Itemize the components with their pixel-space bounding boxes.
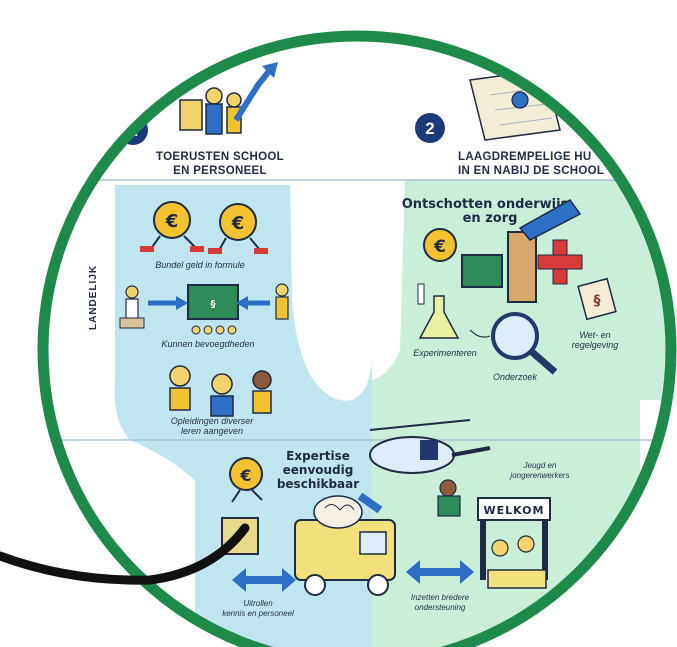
column-2-title-line2: IN EN NABIJ DE SCHOOL [458,165,604,177]
column-2-title-line1: LAAGDREMPELIGE HU [458,151,592,163]
pupils-row [191,325,237,335]
diverse-people-group: Opleidingen diverser leren aangeven [169,365,272,436]
chalkboard-icon [187,284,239,320]
caption-jeugd-1: Jeugd en [523,461,557,470]
magnifier-icon [491,312,558,375]
caption-inzetten-2: ondersteuning [415,603,466,612]
caption-opleidingen-1: Opleidingen diverser [171,416,255,426]
connector-line [0,523,250,585]
double-arrow-right [406,560,474,584]
flask-icon [417,283,460,339]
caption-uitrollen-2: kennis en personeel [222,609,294,618]
caption-experimenteren: Experimenteren [413,348,477,358]
caption-ontschotten-2: en zorg [463,211,518,226]
teacher-left-icon [119,285,145,329]
svg-text:€: € [239,466,251,485]
helicopter-icon [369,419,491,474]
magnifier-ring [37,30,677,647]
caption-bundel: Bundel geld in formule [155,260,245,270]
svg-text:§: § [211,299,216,310]
column-2-badge [415,113,445,143]
column-1-title-line2: EN PERSONEEL [173,165,267,177]
caption-kunnen: Kunnen bevoegdheden [161,339,254,349]
welcome-sign-text: WELKOM [484,504,545,517]
coin-icon: € [208,203,268,254]
caption-expertise-2: eenvoudig [283,463,354,477]
caption-jeugd-2: jongerenwerkers [509,471,569,480]
brain-icon [313,495,363,529]
cross-icon [537,239,583,285]
double-arrow-left [232,568,296,592]
coin-icon: € [229,457,263,503]
coin-icon: € [140,201,204,252]
coin-icon: € [423,228,457,262]
svg-text:€: € [231,213,245,234]
caption-uitrollen-1: Uitrollen [243,599,273,608]
caption-wet-2: regelgeving [572,340,619,350]
youth-worker-icon [437,479,461,517]
ambulance-icon [294,492,396,596]
column-2-header: 2 LAAGDREMPELIGE HU IN EN NABIJ DE SCHOO… [415,69,604,177]
column-2-number: 2 [425,119,434,138]
column-1-title-line1: TOERUSTEN SCHOOL [156,151,284,163]
chalkboard-group: § Kunnen bevoegdheden [119,283,289,349]
law-book-icon: § [577,277,617,321]
caption-expertise-1: Expertise [286,449,350,463]
coins-group: € € Bundel geld in formule [140,201,268,270]
caption-wet-1: Wet- en [579,330,610,340]
caption-expertise-3: beschikbaar [277,477,359,491]
caption-onderzoek: Onderzoek [493,372,538,382]
welcome-sign-icon: WELKOM [477,497,551,589]
svg-text:§: § [594,293,601,309]
caption-inzetten-1: Inzetten bredere [411,593,470,602]
svg-text:€: € [433,237,446,257]
wall-saw-icon [507,199,582,303]
svg-text:€: € [165,211,179,232]
caption-ontschotten-1: Ontschotten onderwijs [402,197,569,212]
people-arrow-icon [179,62,278,135]
caption-opleidingen-2: leren aangeven [181,426,243,436]
row-label-landelijk: LANDELIJK [88,265,99,330]
teacher-right-icon [275,283,289,320]
chalkboard-icon [461,254,503,288]
